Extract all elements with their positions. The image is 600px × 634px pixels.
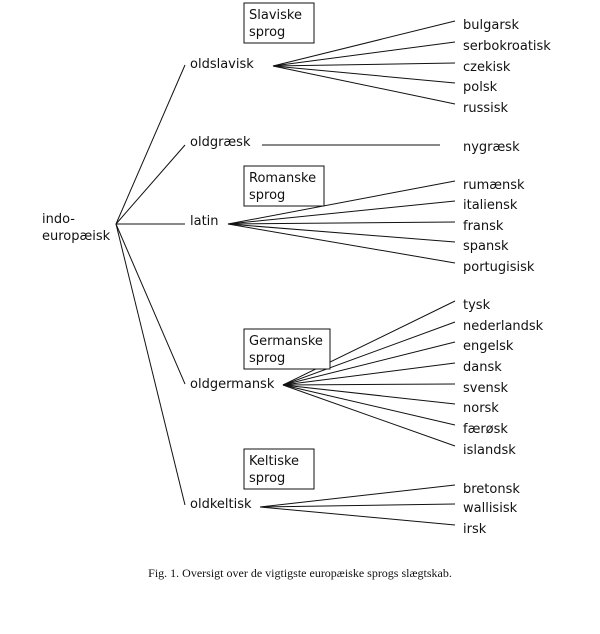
edge-oldslavisk-polsk — [272, 65, 456, 84]
edge-oldgermansk-engelsk — [282, 341, 456, 386]
language-bretonsk: bretonsk — [463, 482, 520, 497]
edge-root-oldslavisk — [115, 64, 186, 225]
language-italiensk: italiensk — [463, 198, 518, 213]
edge-oldslavisk-bulgarsk — [272, 20, 456, 67]
group-box-label: sprog — [249, 351, 285, 366]
language-polsk: polsk — [463, 80, 498, 95]
language-tysk: tysk — [463, 298, 491, 313]
language-spansk: spansk — [463, 239, 509, 254]
group-box-oldgermansk — [243, 328, 331, 370]
language-bulgarsk: bulgarsk — [463, 18, 519, 33]
group-box-oldslavisk — [243, 2, 315, 44]
group-box-oldkeltisk — [243, 448, 315, 490]
branch-latin: latin — [190, 214, 219, 229]
group-box-latin — [243, 165, 325, 207]
tree-edges — [115, 20, 456, 526]
group-box-label: sprog — [249, 471, 285, 486]
edge-oldslavisk-serbokroatisk — [272, 41, 456, 67]
edge-oldslavisk-russisk — [272, 65, 456, 105]
branch-oldgraesk: oldgræsk — [190, 135, 251, 150]
edge-oldgermansk-tysk — [282, 300, 456, 386]
edge-root-oldkeltisk — [115, 223, 186, 506]
group-box-label: sprog — [249, 25, 285, 40]
branch-oldgermansk: oldgermansk — [190, 377, 275, 392]
edge-oldkeltisk-irsk — [259, 506, 456, 526]
root-label-line: indo- — [42, 212, 75, 227]
edge-latin-rumaensk — [227, 180, 456, 225]
language-czekisk: czekisk — [463, 60, 511, 75]
edge-root-oldgraesk — [115, 144, 186, 225]
edge-latin-spansk — [227, 223, 456, 243]
edge-oldgermansk-svensk — [282, 383, 456, 386]
language-irsk: irsk — [463, 522, 487, 537]
edge-oldgermansk-faerosk — [282, 384, 456, 426]
edge-oldgermansk-dansk — [282, 362, 456, 386]
group-box-label: Keltiske — [249, 454, 299, 469]
group-box-label: Romanske — [249, 171, 316, 186]
figure-caption: Fig. 1. Oversigt over de vigtigste europ… — [148, 566, 452, 580]
edge-oldkeltisk-wallisisk — [259, 503, 456, 508]
edge-oldslavisk-czekisk — [272, 62, 456, 67]
edge-oldgermansk-islandsk — [282, 384, 456, 447]
language-wallisisk: wallisisk — [463, 501, 518, 516]
language-russisk: russisk — [463, 101, 509, 116]
edge-oldgermansk-nederlandsk — [282, 321, 456, 386]
edge-oldkeltisk-bretonsk — [259, 484, 456, 508]
language-fransk: fransk — [463, 219, 504, 234]
group-boxes: SlaviskesprogRomanskesprogGermanskesprog… — [243, 2, 331, 490]
language-nederlandsk: nederlandsk — [463, 319, 544, 334]
group-box-label: Slaviske — [249, 8, 302, 23]
language-svensk: svensk — [463, 381, 508, 396]
language-islandsk: islandsk — [463, 443, 516, 458]
language-nygraesk: nygræsk — [463, 140, 520, 155]
language-rumaensk: rumænsk — [463, 178, 525, 193]
language-faerosk: færøsk — [463, 422, 508, 437]
language-portugisisk: portugisisk — [463, 260, 535, 275]
group-box-label: sprog — [249, 188, 285, 203]
edge-root-oldgermansk — [115, 223, 186, 385]
edge-latin-italiensk — [227, 200, 456, 225]
tree-labels: indo-europæisk oldslavisk bulgarsk serbokro… — [42, 18, 551, 537]
language-serbokroatisk: serbokroatisk — [463, 39, 551, 54]
language-engelsk: engelsk — [463, 339, 514, 354]
edge-latin-fransk — [227, 221, 456, 225]
root-label-line: europæisk — [42, 229, 111, 244]
branch-oldkeltisk: oldkeltisk — [190, 497, 252, 512]
edge-oldgermansk-norsk — [282, 384, 456, 405]
language-norsk: norsk — [463, 401, 499, 416]
language-dansk: dansk — [463, 360, 502, 375]
branch-oldslavisk: oldslavisk — [190, 57, 254, 72]
edge-latin-portugisisk — [227, 223, 456, 264]
group-box-label: Germanske — [249, 334, 323, 349]
